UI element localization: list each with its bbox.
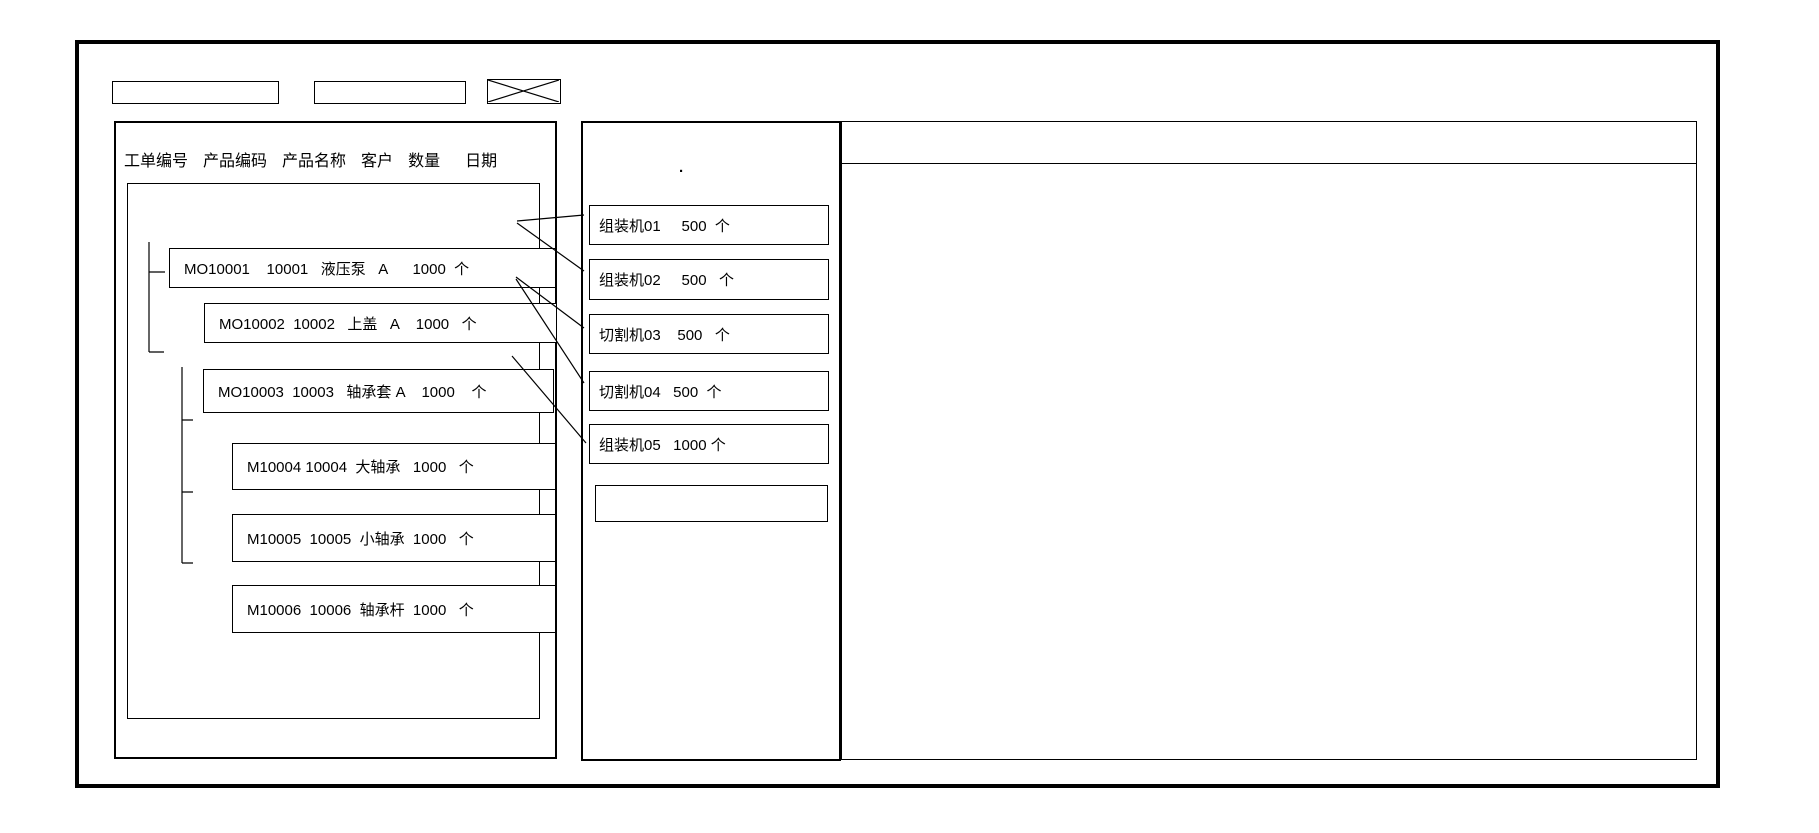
- work-order-column-header: 工单编号 产品编码 产品名称 客户 数量 日期: [124, 147, 497, 171]
- machine-row[interactable]: 切割机04 500 个: [589, 371, 829, 411]
- column-label: 客户: [361, 153, 394, 170]
- work-order-panel: 工单编号 产品编码 产品名称 客户 数量 日期 MO10001 10001 液压…: [114, 121, 557, 759]
- close-x-icon: [488, 80, 560, 102]
- machine-row-empty[interactable]: [595, 485, 828, 522]
- work-order-row[interactable]: MO10003 10003 轴承套 A 1000 个: [203, 369, 554, 413]
- machine-row[interactable]: 组装机02 500 个: [589, 259, 829, 300]
- machine-row[interactable]: 组装机01 500 个: [589, 205, 829, 245]
- close-button[interactable]: [487, 79, 561, 104]
- toolbar-field-1[interactable]: [112, 81, 279, 104]
- work-order-row[interactable]: M10004 10004 大轴承 1000 个: [232, 443, 556, 490]
- work-order-row[interactable]: M10006 10006 轴承杆 1000 个: [232, 585, 556, 633]
- detail-panel-header-divider: [842, 163, 1696, 164]
- machine-panel: . 组装机01 500 个 组装机02 500 个 切割机03 500 个 切割…: [581, 121, 841, 761]
- stray-dot: .: [679, 159, 684, 176]
- detail-panel: [841, 121, 1697, 760]
- column-label: 产品编码: [203, 153, 268, 170]
- column-label: 产品名称: [282, 153, 347, 170]
- app-window: 工单编号 产品编码 产品名称 客户 数量 日期 MO10001 10001 液压…: [75, 40, 1720, 788]
- detail-panel-body: [842, 165, 1696, 755]
- work-order-row[interactable]: MO10002 10002 上盖 A 1000 个: [204, 303, 557, 343]
- work-order-row[interactable]: MO10001 10001 液压泵 A 1000 个: [169, 248, 556, 288]
- toolbar-field-2[interactable]: [314, 81, 466, 104]
- column-label: 工单编号: [124, 153, 189, 170]
- column-label: 日期: [465, 153, 498, 170]
- detail-panel-header: [842, 122, 1696, 163]
- machine-row[interactable]: 切割机03 500 个: [589, 314, 829, 354]
- machine-row[interactable]: 组装机05 1000 个: [589, 424, 829, 464]
- work-order-row[interactable]: M10005 10005 小轴承 1000 个: [232, 514, 556, 562]
- column-label: 数量: [408, 153, 441, 170]
